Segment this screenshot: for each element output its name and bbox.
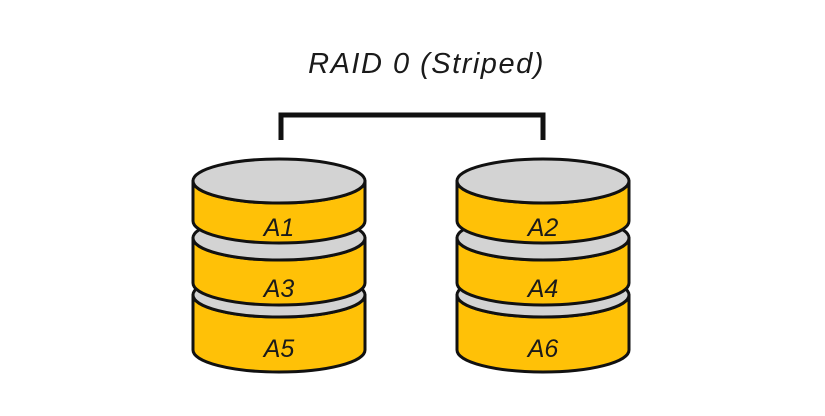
block-label-a2: A2 — [526, 214, 559, 242]
block-label-a3: A3 — [262, 275, 295, 303]
disk-2: A2 A4 A6 — [455, 157, 631, 374]
block-label-a6: A6 — [526, 335, 559, 363]
block-label-a4: A4 — [526, 275, 559, 303]
diagram-title: RAID 0 (Striped) — [308, 48, 545, 80]
disk-2-segment-1 — [455, 157, 631, 245]
platter-top-ellipse — [191, 157, 367, 205]
block-label-a5: A5 — [262, 335, 295, 363]
block-label-a1: A1 — [262, 214, 295, 242]
disk-1: A1 A3 A5 — [191, 157, 367, 374]
platter-top-ellipse — [455, 157, 631, 205]
bracket-connector-icon — [278, 112, 546, 140]
disk-1-segment-1 — [191, 157, 367, 245]
